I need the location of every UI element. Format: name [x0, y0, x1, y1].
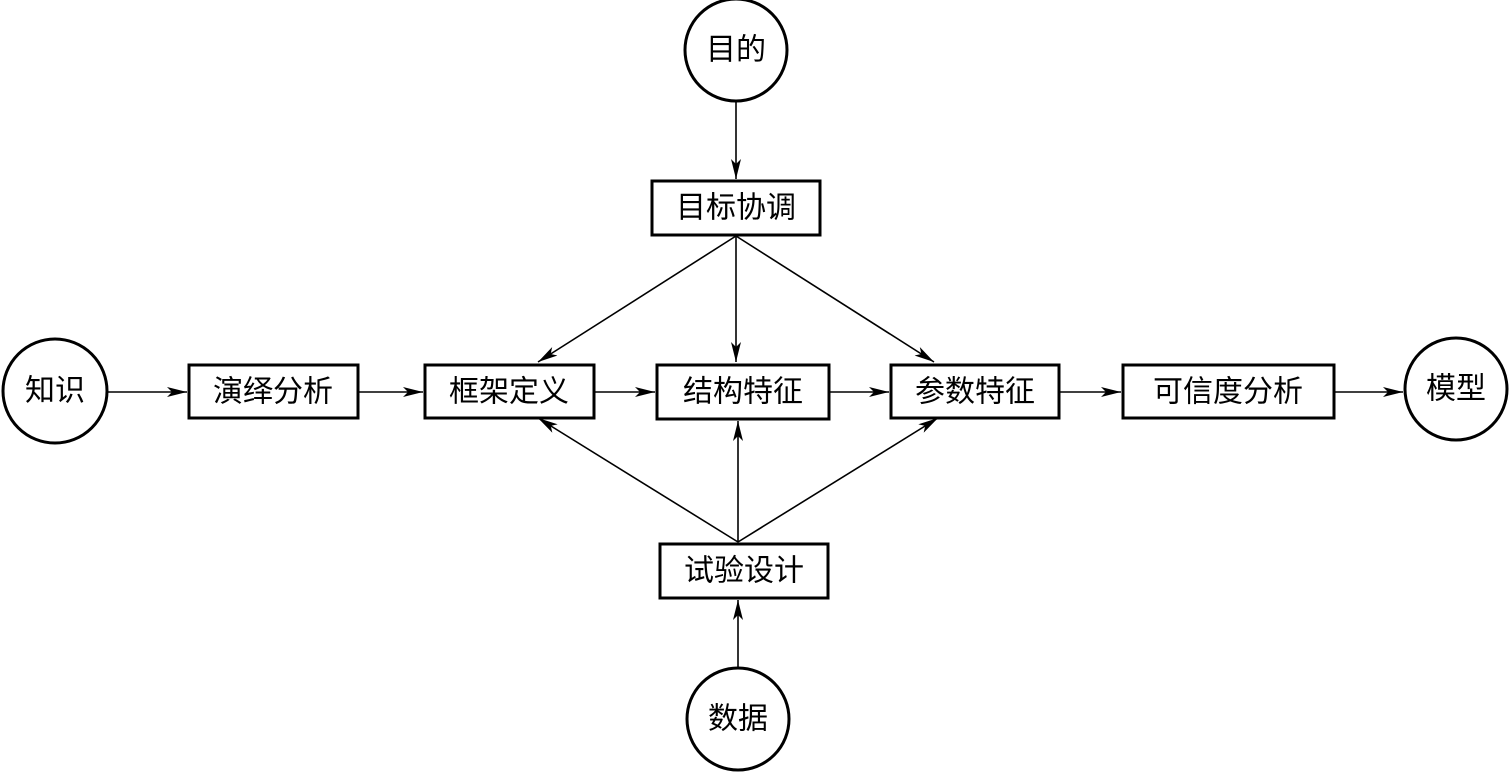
node-data: 数据 — [685, 666, 791, 772]
node-deductive-analysis-label: 演绎分析 — [213, 375, 333, 410]
node-goal-coordination: 目标协调 — [650, 179, 822, 237]
node-goal-coordination-label: 目标协调 — [676, 191, 796, 226]
node-data-label: 数据 — [708, 702, 768, 737]
edges — [108, 101, 1403, 668]
node-framework-definition-label: 框架定义 — [449, 375, 569, 410]
node-structural-features: 结构特征 — [655, 363, 831, 421]
node-experiment-design: 试验设计 — [658, 542, 830, 600]
node-knowledge-label: 知识 — [25, 374, 85, 409]
node-structural-features-label: 结构特征 — [683, 375, 803, 410]
node-credibility-analysis-label: 可信度分析 — [1153, 375, 1303, 410]
node-parameter-features: 参数特征 — [889, 363, 1061, 420]
edge-goal-coordination-to-parameter-features — [735, 235, 935, 363]
node-purpose: 目的 — [683, 0, 789, 103]
node-credibility-analysis: 可信度分析 — [1121, 363, 1336, 420]
edge-experiment-design-to-parameter-features — [737, 417, 939, 543]
node-experiment-design-label: 试验设计 — [684, 554, 804, 589]
node-model-label: 模型 — [1426, 372, 1486, 407]
node-knowledge: 知识 — [1, 337, 109, 445]
edge-goal-coordination-to-framework-definition — [537, 235, 737, 363]
node-purpose-label: 目的 — [706, 33, 766, 68]
node-deductive-analysis: 演绎分析 — [187, 363, 360, 420]
edge-experiment-design-to-framework-definition — [537, 417, 739, 543]
node-model: 模型 — [1403, 336, 1509, 442]
node-framework-definition: 框架定义 — [423, 363, 596, 420]
node-parameter-features-label: 参数特征 — [915, 375, 1035, 410]
